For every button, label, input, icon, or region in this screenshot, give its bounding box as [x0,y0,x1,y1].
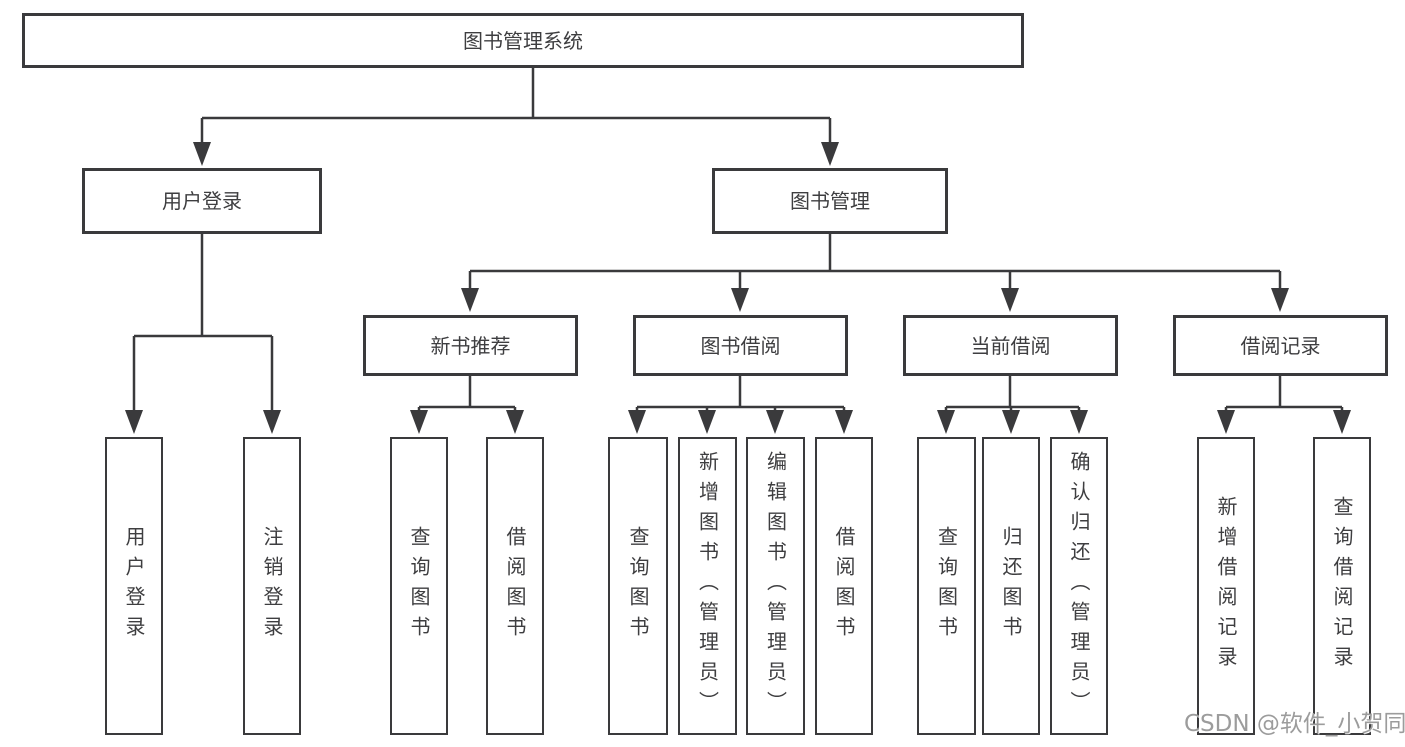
node-label: 借阅记录 [1240,333,1321,358]
node-borrowing-records: 借阅记录 [1173,315,1388,376]
node-label: 归还图书 [999,526,1023,646]
leaf-logout: 注销登录 [243,437,301,735]
node-label: 新增借阅记录 [1214,496,1238,676]
connector-borrowrecords-to-leaves [1224,376,1344,420]
leaf-edit-books-admin: 编辑图书（管理员） [746,437,805,735]
connector-newbook-to-leaves [417,376,517,420]
arrowhead [1002,410,1020,434]
node-user-login: 用户登录 [82,168,322,234]
leaf-user-login: 用户登录 [105,437,163,735]
arrowhead [506,410,524,434]
arrowhead [1271,288,1289,312]
leaf-add-books-admin: 新增图书（管理员） [678,437,737,735]
node-label: 图书管理系统 [463,28,583,53]
node-label: 注销登录 [260,526,284,646]
arrowhead [125,410,143,434]
node-book-management: 图书管理 [712,168,948,234]
leaf-return-books: 归还图书 [982,437,1040,735]
arrowhead [410,410,428,434]
arrowhead [1001,288,1019,312]
node-label: 用户登录 [162,189,242,213]
node-label: 当前借阅 [970,333,1051,358]
connector-currentborrow-to-leaves [944,376,1081,420]
leaf-add-borrow-record: 新增借阅记录 [1197,437,1255,735]
leaf-borrow-books-recommend: 借阅图书 [486,437,544,735]
node-label: 图书管理 [790,189,870,213]
leaf-query-books-borrow: 查询图书 [608,437,668,735]
arrowhead [1070,410,1088,434]
node-label: 编辑图书（管理员） [763,451,788,721]
arrowhead [1333,410,1351,434]
watermark: CSDN @软件_小贺同学 [1184,711,1405,737]
node-label: 借阅图书 [503,526,527,646]
node-label: 查询图书 [407,526,431,646]
arrowhead [628,410,646,434]
node-label: 新增图书（管理员） [695,451,720,721]
connector-bookborrow-to-leaves [635,376,846,420]
arrowhead [835,410,853,434]
arrowhead [698,410,716,434]
connector-bookmgmt-to-level3 [468,234,1282,296]
node-label: 查询借阅记录 [1330,496,1354,676]
node-label: 确认归还（管理员） [1067,451,1091,721]
leaf-query-books-current: 查询图书 [917,437,976,735]
node-label: 用户登录 [122,526,146,646]
arrowhead [1217,410,1235,434]
node-new-book-recommendation: 新书推荐 [363,315,578,376]
node-current-borrowing: 当前借阅 [903,315,1118,376]
arrowhead [766,410,784,434]
node-label: 借阅图书 [832,526,856,646]
node-label: 查询图书 [626,526,650,646]
node-label: 图书借阅 [700,333,781,358]
arrowhead [263,410,281,434]
leaf-query-borrow-record: 查询借阅记录 [1313,437,1371,735]
arrowhead [821,142,839,166]
arrowhead [461,288,479,312]
leaf-borrow-books: 借阅图书 [815,437,873,735]
node-label: 查询图书 [934,526,959,646]
arrowhead [937,410,955,434]
node-label: 新书推荐 [430,333,511,358]
arrowhead [731,288,749,312]
connector-root-to-level2 [200,68,832,150]
node-book-borrowing: 图书借阅 [633,315,848,376]
connector-userlogin-to-leaves [132,234,274,420]
node-library-management-system: 图书管理系统 [22,13,1024,68]
arrowhead [193,142,211,166]
leaf-confirm-return-admin: 确认归还（管理员） [1050,437,1108,735]
leaf-query-books-recommend: 查询图书 [390,437,448,735]
